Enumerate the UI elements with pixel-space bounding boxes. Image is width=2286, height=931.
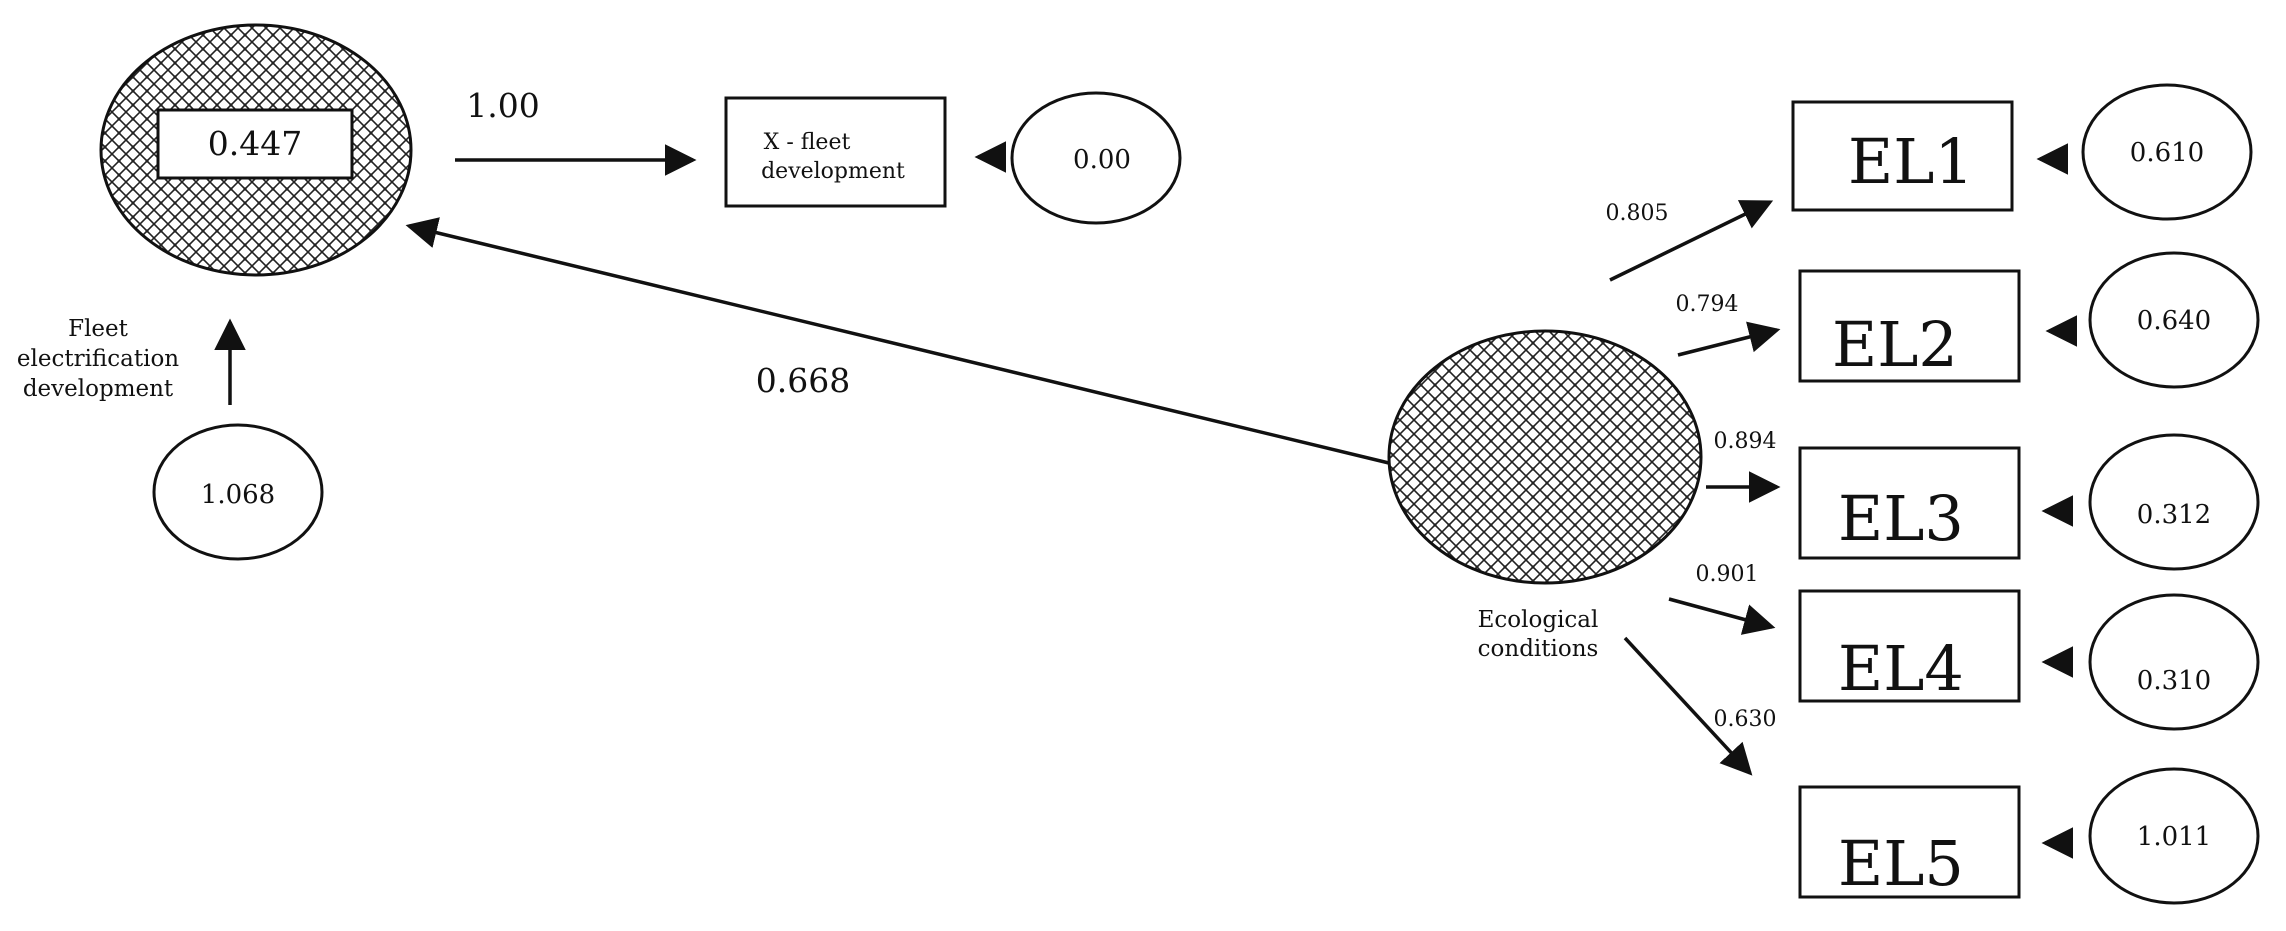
- loading-el1-arrow: [1609, 200, 1774, 282]
- indicator-el1: EL1 0.610 0.805: [1606, 83, 2253, 282]
- eco-latent-label-line-1: Ecological: [1478, 607, 1599, 633]
- fleet-latent-label-line-3: development: [23, 376, 174, 402]
- fleet-to-x-coefficient: 1.00: [466, 86, 539, 125]
- error-el2-value: 0.640: [2137, 306, 2211, 336]
- error-el1-value: 0.610: [2130, 138, 2204, 168]
- indicator-el3-label: EL3: [1838, 482, 1964, 555]
- eco-to-fleet-arrow: [405, 217, 1394, 466]
- fleet-error-ellipse: [152, 423, 324, 561]
- error-el3-value: 0.312: [2137, 500, 2211, 530]
- indicator-el2-label: EL2: [1832, 308, 1958, 381]
- loading-el4-value: 0.901: [1696, 562, 1759, 587]
- fleet-latent-label-line-1: Fleet: [68, 316, 129, 342]
- indicator-el2-box: [1798, 269, 2021, 383]
- fleet-latent-value-box: [156, 108, 354, 180]
- x-indicator-box: [724, 96, 947, 208]
- fleet-latent-label: Fleet electrification development: [17, 316, 179, 402]
- fleet-error-value: 1.068: [201, 480, 275, 510]
- loading-el3-value: 0.894: [1714, 429, 1777, 454]
- loading-el5-arrow: [1623, 636, 1753, 776]
- eco-latent-label-line-2: conditions: [1478, 636, 1599, 662]
- indicator-el4: EL4 0.310 0.901: [1668, 562, 2260, 731]
- loading-el2-arrow: [1677, 321, 1781, 357]
- indicator-el3-box: [1798, 446, 2021, 560]
- indicator-el5-label: EL5: [1838, 827, 1964, 900]
- indicator-el2: EL2 0.640 0.794: [1676, 251, 2260, 389]
- indicator-el4-label: EL4: [1838, 632, 1964, 705]
- error-el5-ellipse: [2088, 767, 2260, 905]
- x-indicator-label-line-1: X - fleet: [764, 130, 851, 155]
- loading-el4-arrow: [1668, 597, 1776, 635]
- fleet-latent-label-line-2: electrification: [17, 346, 179, 372]
- fleet-latent-value: 0.447: [208, 124, 302, 163]
- error-el1-ellipse: [2081, 83, 2253, 221]
- indicator-el5-box: [1798, 785, 2021, 899]
- error-el5-value: 1.011: [2137, 822, 2211, 852]
- x-error-ellipse: [1010, 91, 1182, 225]
- indicator-el1-box: [1791, 100, 2014, 212]
- x-error-value: 0.00: [1073, 145, 1131, 175]
- loading-el2-value: 0.794: [1676, 292, 1739, 317]
- error-el2-ellipse: [2088, 251, 2260, 389]
- indicator-el5: EL5 1.011 0.630: [1623, 636, 2260, 905]
- error-el4-value: 0.310: [2137, 666, 2211, 696]
- indicator-el3: EL3 0.312 0.894: [1706, 429, 2260, 571]
- eco-to-fleet-coefficient: 0.668: [756, 361, 850, 400]
- loading-el1-value: 0.805: [1606, 201, 1669, 226]
- indicator-el4-box: [1798, 589, 2021, 703]
- indicator-el1-label: EL1: [1848, 125, 1974, 198]
- error-el4-ellipse: [2088, 593, 2260, 731]
- loading-el5-value: 0.630: [1714, 707, 1777, 732]
- eco-latent-ellipse: [1387, 329, 1703, 585]
- x-indicator-label-line-2: development: [761, 159, 905, 184]
- error-el3-ellipse: [2088, 433, 2260, 571]
